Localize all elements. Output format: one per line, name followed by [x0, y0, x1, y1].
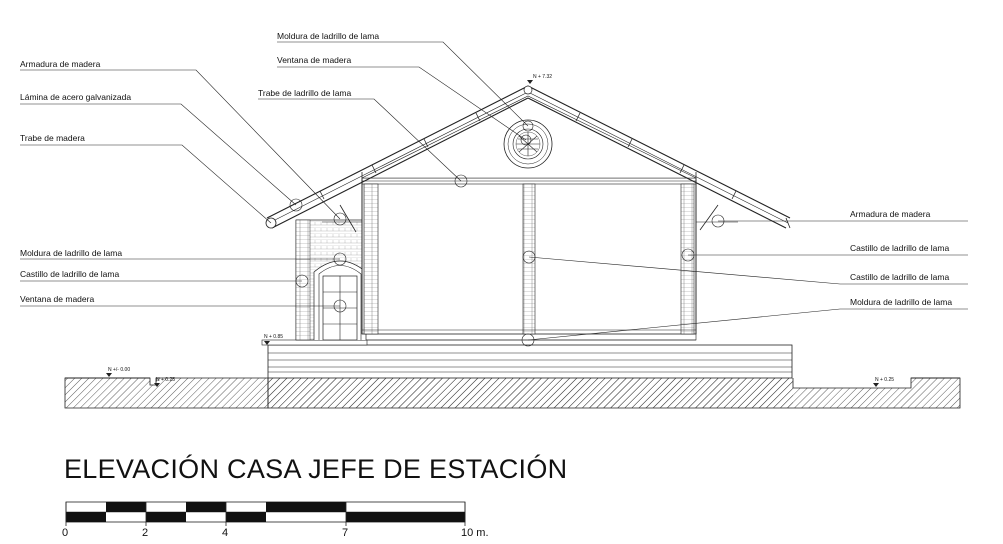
level-triangle-icon	[527, 80, 533, 84]
level-floor: N + 0.85	[264, 334, 283, 340]
drawing-title: ELEVACIÓN CASA JEFE DE ESTACIÓN	[64, 453, 567, 484]
level-triangle-icon	[873, 383, 879, 387]
label-lamina: Lámina de acero galvanizada	[20, 92, 131, 102]
level-marks: N + 7.32 N + 0.85 N +/- 0.00 N + 0.25 N …	[106, 74, 894, 387]
label-trabe-ladrillo: Trabe de ladrillo de lama	[258, 88, 352, 98]
label-ventana-top: Ventana de madera	[277, 55, 351, 65]
label-moldura-left: Moldura de ladrillo de lama	[20, 248, 122, 258]
label-castillo-right-2: Castillo de ladrillo de lama	[850, 272, 949, 282]
roof	[265, 85, 791, 229]
scale-bar: 0 2 4 7 10 m.	[62, 501, 489, 539]
ground	[64, 377, 961, 409]
level-triangle-icon	[154, 383, 160, 387]
label-ventana-left: Ventana de madera	[20, 294, 94, 304]
callout-leaders	[20, 41, 968, 347]
level-left-low: N + 0.25	[156, 377, 175, 383]
level-ground: N +/- 0.00	[108, 367, 130, 373]
scale-tick-4: 4	[222, 527, 228, 539]
scale-tick-2: 2	[142, 527, 148, 539]
label-castillo-right-1: Castillo de ladrillo de lama	[850, 243, 949, 253]
main-hall	[361, 95, 738, 335]
level-triangle-icon	[106, 373, 112, 377]
scale-tick-7: 7	[342, 527, 348, 539]
label-castillo-left: Castillo de ladrillo de lama	[20, 269, 119, 279]
scale-tick-0: 0	[62, 527, 68, 539]
level-ridge: N + 7.32	[533, 74, 552, 80]
label-moldura-right: Moldura de ladrillo de lama	[850, 297, 952, 307]
level-triangle-icon	[264, 341, 270, 345]
label-armadura-right: Armadura de madera	[850, 209, 931, 219]
left-wing	[295, 204, 367, 341]
level-right-low: N + 0.25	[875, 377, 894, 383]
label-armadura-left: Armadura de madera	[20, 59, 101, 69]
label-trabe-madera: Trabe de madera	[20, 133, 85, 143]
label-moldura-top: Moldura de ladrillo de lama	[277, 31, 379, 41]
scale-tick-10: 10 m.	[461, 527, 489, 539]
callout-labels: Moldura de ladrillo de lama Ventana de m…	[20, 31, 952, 307]
